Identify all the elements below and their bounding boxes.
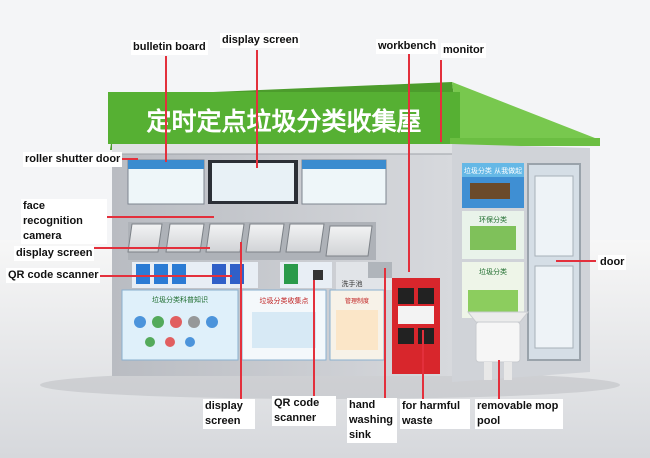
leader-display-bottom	[240, 242, 242, 400]
leader-display-left	[82, 247, 210, 249]
right-poster-bottom-title: 垃圾分类	[479, 267, 507, 276]
label-bulletin-board: bulletin board	[131, 40, 208, 55]
mop-pool	[466, 311, 530, 380]
label-removable-mop-pool: removable mop pool	[475, 399, 563, 429]
label-display-screen-bottom: display screen	[203, 399, 255, 429]
poster-bottom-right-title: 管理制度	[345, 297, 369, 305]
bin-row	[127, 222, 376, 260]
leader-qr-bottom	[313, 280, 315, 398]
sink-sign: 洗手池	[342, 279, 363, 288]
right-poster-middle-title: 环保分类	[479, 215, 507, 224]
label-qr-code-scanner-bottom: QR code scanner	[272, 396, 336, 426]
leader-display-screen-top	[256, 50, 258, 168]
leader-face-camera	[104, 216, 214, 218]
leader-qr-left	[92, 275, 232, 277]
leader-roller-shutter	[116, 158, 138, 160]
leader-bulletin-board	[165, 56, 167, 162]
label-roller-shutter-door: roller shutter door	[23, 152, 123, 167]
label-display-screen-left: display screen	[14, 246, 95, 261]
qr-code-scanner-icon	[313, 270, 323, 280]
leader-monitor	[440, 60, 442, 142]
leader-door	[556, 260, 596, 262]
leader-sink	[384, 268, 386, 398]
label-face-recognition-camera: face recognition camera	[21, 199, 107, 244]
leader-workbench	[408, 54, 410, 272]
label-qr-code-scanner-left: QR code scanner	[6, 268, 101, 283]
sign-title: 定时定点垃圾分类收集屋	[146, 107, 421, 136]
right-poster-top-title: 垃圾分类 从我做起	[464, 166, 522, 175]
roof-right-slope	[452, 82, 600, 146]
label-workbench: workbench	[376, 39, 439, 54]
shutter-box	[112, 144, 452, 154]
roof-edge-right	[450, 138, 600, 146]
label-for-harmful-waste: for harmful waste	[400, 399, 470, 429]
poster-bottom-left-title: 垃圾分类科普知识	[152, 295, 208, 304]
label-display-screen-top: display screen	[220, 33, 301, 48]
poster-bottom-middle-title: 垃圾分类收集点	[260, 296, 309, 305]
label-monitor: monitor	[441, 43, 486, 58]
label-hand-washing-sink: hand washing sink	[347, 398, 397, 443]
label-door: door	[598, 255, 627, 270]
leader-harmful	[422, 330, 424, 400]
leader-mop	[498, 360, 500, 400]
